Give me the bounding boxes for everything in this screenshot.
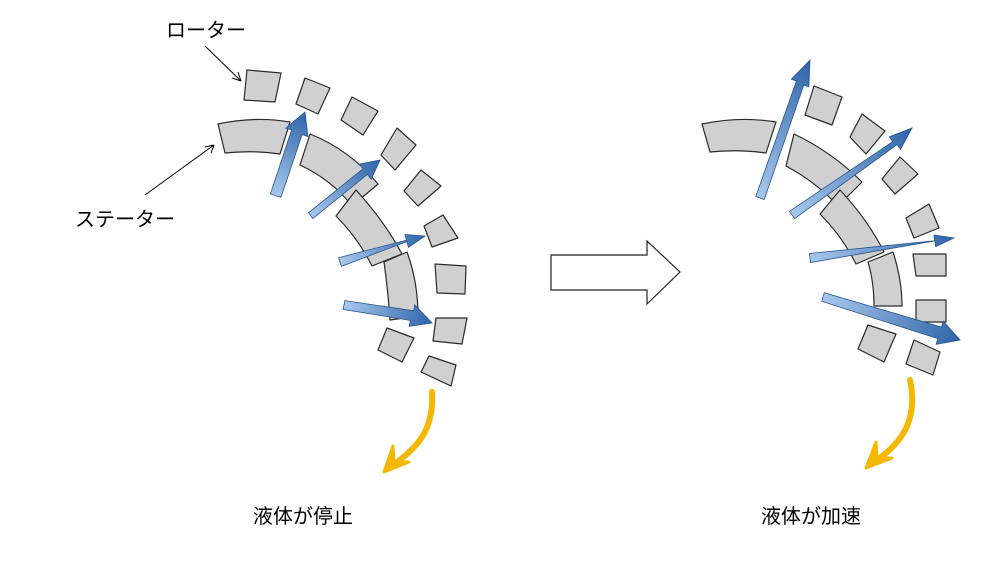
rotor-block [905, 339, 941, 376]
rotor-pointer-head [231, 71, 242, 82]
rotor-block [295, 77, 331, 115]
stator-segment [701, 118, 777, 154]
left-panel: ローター ステーター 液体が停止 [75, 18, 468, 528]
rotor-block [912, 253, 947, 277]
rotor-block [849, 113, 886, 155]
stator-pointer [144, 144, 215, 196]
rotor-ring-left [243, 69, 468, 387]
stator-label: ステーター [75, 207, 175, 231]
rotor-pointer [204, 45, 242, 82]
rotor-ring-right [804, 85, 947, 376]
blue-arrow [342, 300, 433, 327]
rotor-label: ローター [166, 18, 246, 42]
flow-arrow-yellow-left [382, 389, 436, 474]
blue-arrow [755, 58, 811, 201]
rotor-block [432, 317, 468, 345]
rotor-block [857, 324, 897, 363]
rotor-block [380, 127, 417, 171]
flow-arrow-yellow-right [864, 377, 916, 470]
blue-arrow [821, 292, 961, 345]
rotor-block [243, 69, 282, 103]
right-panel: 液体が加速 [701, 58, 961, 528]
rotor-block [423, 214, 459, 248]
stator-segment [299, 133, 379, 207]
stator-segment [867, 251, 903, 307]
rotor-block [377, 327, 415, 363]
rotor-block [403, 169, 442, 207]
rotor-block [915, 299, 947, 323]
blue-arrow [338, 233, 427, 267]
rotor-block [340, 96, 379, 136]
blue-arrow [788, 127, 913, 220]
stator-segment [819, 189, 885, 265]
transition-arrow [550, 239, 681, 306]
stator-segment [785, 133, 863, 207]
rotor-block [905, 203, 940, 239]
flow-arrows-left [269, 111, 433, 327]
flow-arrows-right [755, 58, 961, 345]
rotor-block [434, 263, 467, 295]
stator-pointer-head [204, 144, 215, 154]
rotor-block [881, 156, 919, 195]
stator-segment [217, 118, 291, 155]
blue-arrow [269, 111, 309, 198]
left-caption: 液体が停止 [253, 504, 353, 528]
blue-arrow [307, 159, 381, 220]
right-caption: 液体が加速 [761, 504, 861, 528]
blue-arrow [808, 234, 956, 263]
rotor-block [804, 85, 843, 126]
rotor-block [420, 355, 457, 387]
stator-ring-right [701, 118, 903, 307]
